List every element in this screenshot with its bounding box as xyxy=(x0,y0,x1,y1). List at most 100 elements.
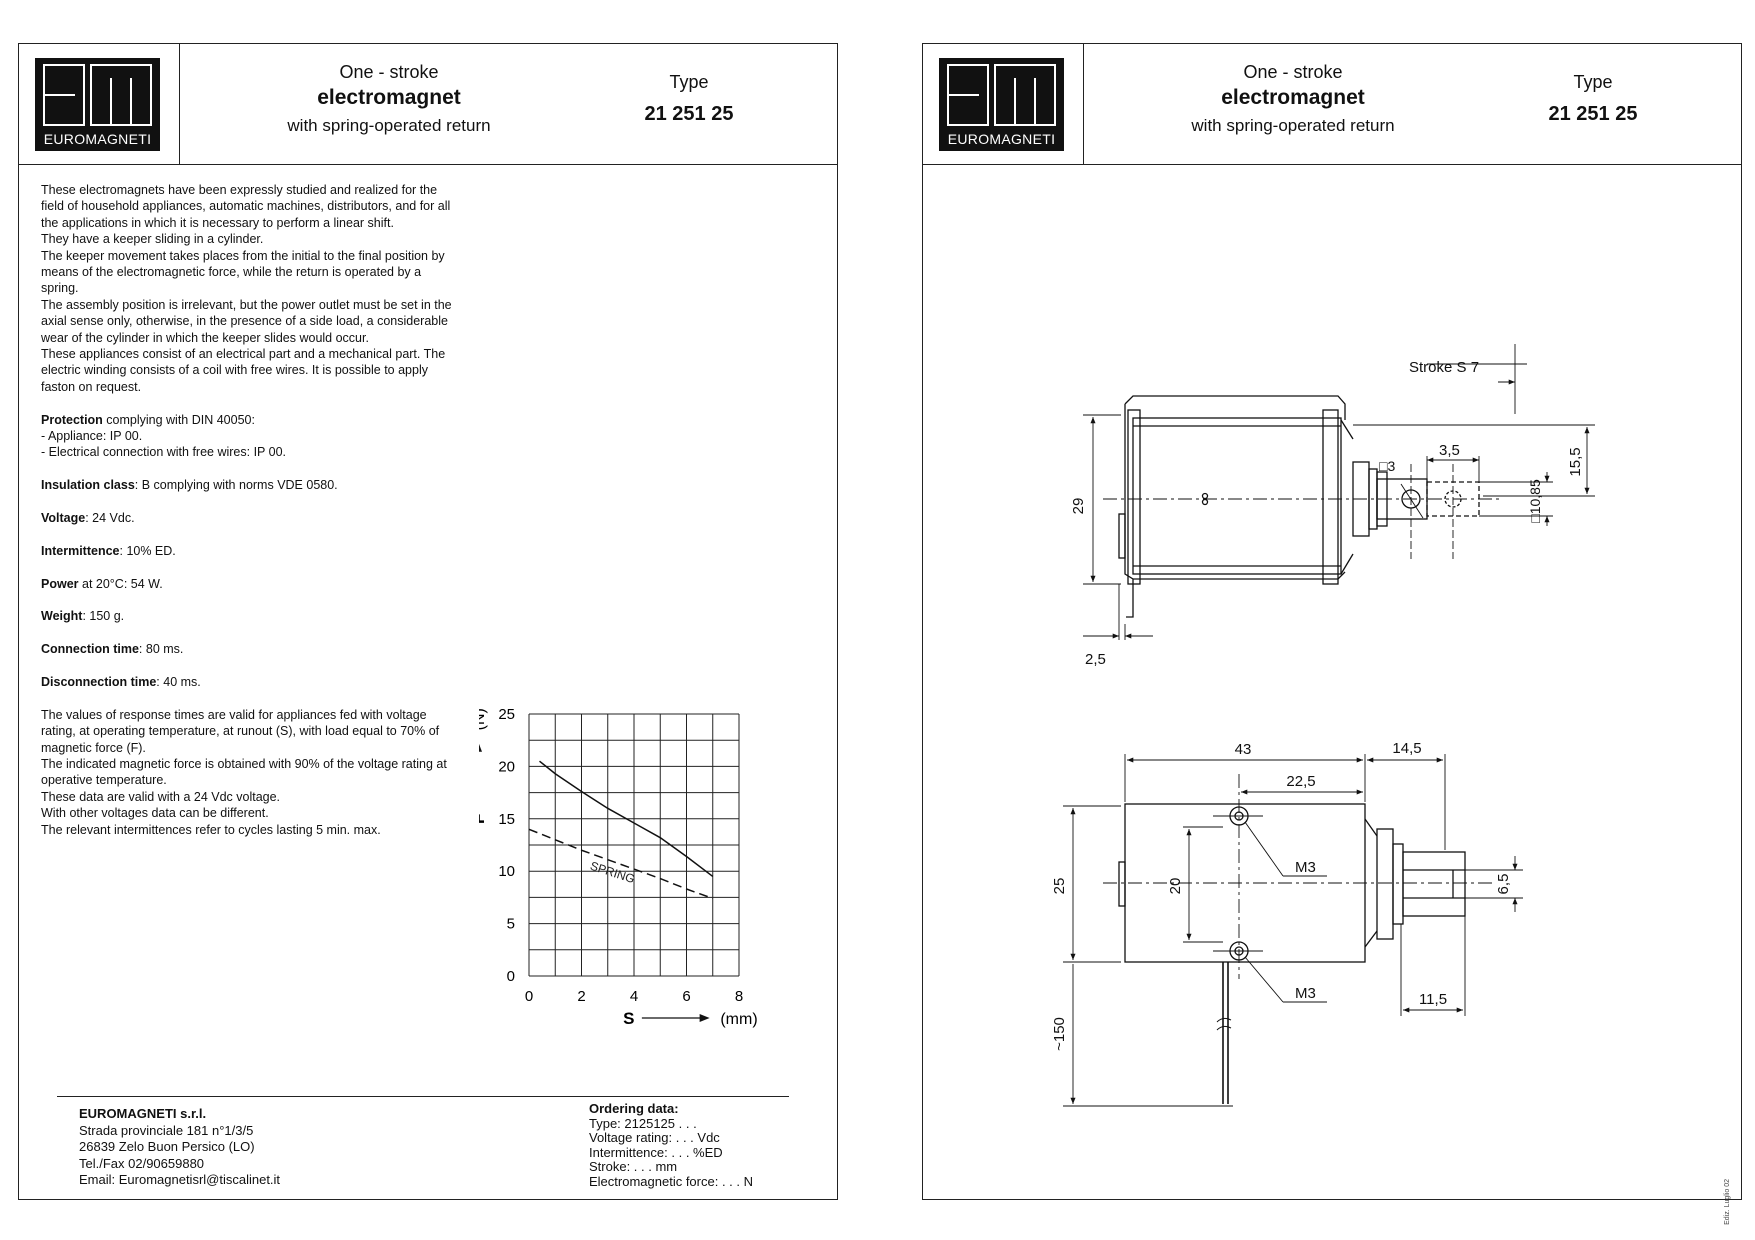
mount-tab xyxy=(1118,513,1126,559)
type-label: Type xyxy=(1573,72,1613,92)
x-tick-label: 8 xyxy=(735,988,743,1005)
em-logo-icon xyxy=(43,64,152,126)
y-tick-label: 10 xyxy=(498,863,515,880)
header: EUROMAGNETI One - stroke electromagnet w… xyxy=(19,44,837,165)
euromagneti-logo: EUROMAGNETI xyxy=(35,58,160,151)
type-block: Type 21 251 25 xyxy=(1523,72,1663,126)
note-2: The indicated magnetic force is obtained… xyxy=(41,757,447,788)
type-block: Type 21 251 25 xyxy=(619,72,759,126)
note-4: With other voltages data can be differen… xyxy=(41,806,269,821)
order-intermittence: Intermittence: . . . %ED xyxy=(589,1144,723,1160)
product-title: One - stroke electromagnet with spring-o… xyxy=(1083,62,1503,136)
logo-text: EUROMAGNETI xyxy=(947,131,1056,147)
x-axis-unit: (mm) xyxy=(720,1011,757,1028)
dim-43: 43 xyxy=(1235,741,1252,758)
dim-square-3: □3 xyxy=(1379,458,1395,474)
company-name: EUROMAGNETI s.r.l. xyxy=(79,1106,207,1121)
logo-cell: EUROMAGNETI xyxy=(19,44,180,164)
spec-connection-time: Connection time: 80 ms. xyxy=(41,642,184,657)
y-tick-label: 25 xyxy=(498,706,515,723)
datasheet-page-1: EUROMAGNETI One - stroke electromagnet w… xyxy=(18,43,838,1200)
type-label: Type xyxy=(669,72,709,92)
spec-disconnection-time: Disconnection time: 40 ms. xyxy=(41,675,201,690)
y-axis-label: F xyxy=(479,814,488,824)
stroke-label: Stroke S 7 xyxy=(1409,359,1479,376)
note-3: These data are valid with a 24 Vdc volta… xyxy=(41,789,281,804)
order-type: Type: 2125125 . . . xyxy=(589,1115,697,1131)
magnetic-force-line xyxy=(539,760,714,878)
dim-3-5: 3,5 xyxy=(1439,442,1460,459)
ordering-data: Ordering data: Type: 2125125 . . . Volta… xyxy=(589,1101,754,1189)
coil-body xyxy=(1132,417,1342,575)
y-axis-unit: (N) xyxy=(479,708,488,730)
dim-11-5: 11,5 xyxy=(1419,991,1447,1008)
x-tick-label: 0 xyxy=(525,988,533,1005)
note-5: The relevant intermittences refer to cyc… xyxy=(41,822,381,837)
header: EUROMAGNETI One - stroke electromagnet w… xyxy=(923,44,1741,165)
logo-text: EUROMAGNETI xyxy=(43,131,152,147)
address-line2: 26839 Zelo Buon Persico (LO) xyxy=(79,1139,255,1154)
y-arrow-head xyxy=(479,743,482,752)
chart-grid xyxy=(528,713,740,977)
x-tick-label: 2 xyxy=(577,988,585,1005)
title-line3: with spring-operated return xyxy=(1191,116,1395,135)
x-axis-label: S xyxy=(623,1009,634,1028)
note-1: The values of response times are valid f… xyxy=(41,707,440,755)
revision-code: Ediz. Luglio 02 xyxy=(1724,1179,1731,1225)
chart-series xyxy=(528,760,714,900)
description-4: The assembly position is irrelevant, but… xyxy=(41,297,452,345)
dim-25: 25 xyxy=(1051,878,1068,895)
technical-drawing: Stroke S 7 29 2,5 □3 3,5 15,5 □10,85 43 … xyxy=(1051,344,1595,1107)
dim-2-5: 2,5 xyxy=(1085,651,1106,668)
description-2: They have a keeper sliding in a cylinder… xyxy=(41,232,264,247)
dim-6-5: 6,5 xyxy=(1495,874,1512,895)
address-line1: Strada provinciale 181 n°1/3/5 xyxy=(79,1122,254,1138)
x-arrow-head xyxy=(699,1014,710,1022)
description-5: These appliances consist of an electrica… xyxy=(41,347,446,394)
fork-end xyxy=(1402,851,1466,917)
label-m3-bottom: M3 xyxy=(1295,985,1316,1002)
spec-protection: Protection complying with DIN 40050: - A… xyxy=(41,412,287,460)
label-m3-top: M3 xyxy=(1295,859,1316,876)
spec-power: Power at 20°C: 54 W. xyxy=(41,576,163,591)
em-logo-icon xyxy=(947,64,1056,126)
email: Email: Euromagnetisrl@tiscalinet.it xyxy=(79,1172,281,1187)
title-line1: One - stroke xyxy=(339,62,439,82)
spring-series-label: SPRING xyxy=(588,859,636,887)
product-title: One - stroke electromagnet with spring-o… xyxy=(179,62,599,136)
order-title: Ordering data: xyxy=(589,1101,679,1116)
order-voltage: Voltage rating: . . . Vdc xyxy=(589,1130,720,1145)
dim-20: 20 xyxy=(1167,878,1184,895)
company-address: EUROMAGNETI s.r.l. Strada provinciale 18… xyxy=(79,1106,280,1189)
dim-22-5: 22,5 xyxy=(1286,773,1315,790)
dim-29: 29 xyxy=(1070,498,1087,515)
side-frame xyxy=(1124,395,1346,618)
order-force: Electromagnetic force: . . . N xyxy=(589,1173,754,1189)
y-tick-label: 0 xyxy=(507,968,515,985)
dim-150: ~150 xyxy=(1051,1017,1068,1051)
footer-divider xyxy=(57,1096,789,1097)
description-3: The keeper movement takes places from th… xyxy=(41,248,445,296)
title-line1: One - stroke xyxy=(1243,62,1343,82)
description-1: These electromagnets have been expressly… xyxy=(41,183,451,230)
dim-14-5: 14,5 xyxy=(1392,740,1421,757)
spring-line xyxy=(528,828,714,900)
title-line2: electromagnet xyxy=(1221,86,1365,109)
dim-10-85: □10,85 xyxy=(1527,479,1543,523)
datasheet-page-2: EUROMAGNETI One - stroke electromagnet w… xyxy=(922,43,1742,1225)
type-value: 21 251 25 xyxy=(644,103,734,125)
type-value: 21 251 25 xyxy=(1548,103,1638,125)
euromagneti-logo: EUROMAGNETI xyxy=(939,58,1064,151)
order-stroke: Stroke: . . . mm xyxy=(589,1159,678,1174)
spec-insulation: Insulation class: B complying with norms… xyxy=(41,478,338,493)
y-tick-label: 5 xyxy=(507,916,515,933)
y-tick-label: 20 xyxy=(498,758,515,775)
spec-intermittence: Intermittence: 10% ED. xyxy=(41,543,176,558)
title-line3: with spring-operated return xyxy=(287,116,491,135)
x-tick-label: 6 xyxy=(682,988,690,1005)
title-line2: electromagnet xyxy=(317,86,461,109)
body-text: These electromagnets have been expressly… xyxy=(41,182,461,838)
logo-cell: EUROMAGNETI xyxy=(923,44,1084,164)
